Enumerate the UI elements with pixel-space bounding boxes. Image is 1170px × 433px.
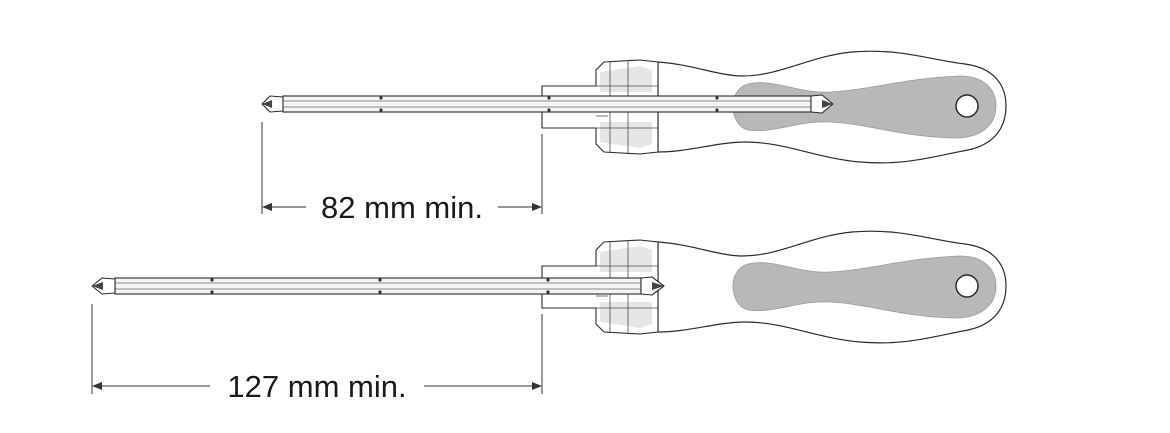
short-screwdriver: 82 mm min. [261,50,1007,225]
long-rear-tip [640,276,665,296]
long-dimension [91,304,543,394]
long-front-tip [91,277,116,295]
long-screwdriver: 127 mm min. [91,230,1007,404]
short-shaft [282,95,812,113]
short-dimension [261,122,543,214]
short-front-tip [261,95,284,113]
short-rear-tip [810,94,834,114]
long-handle [657,230,1007,344]
long-shaft [114,277,642,295]
short-dimension-label: 82 mm min. [321,190,483,225]
long-dimension-label: 127 mm min. [227,369,406,404]
